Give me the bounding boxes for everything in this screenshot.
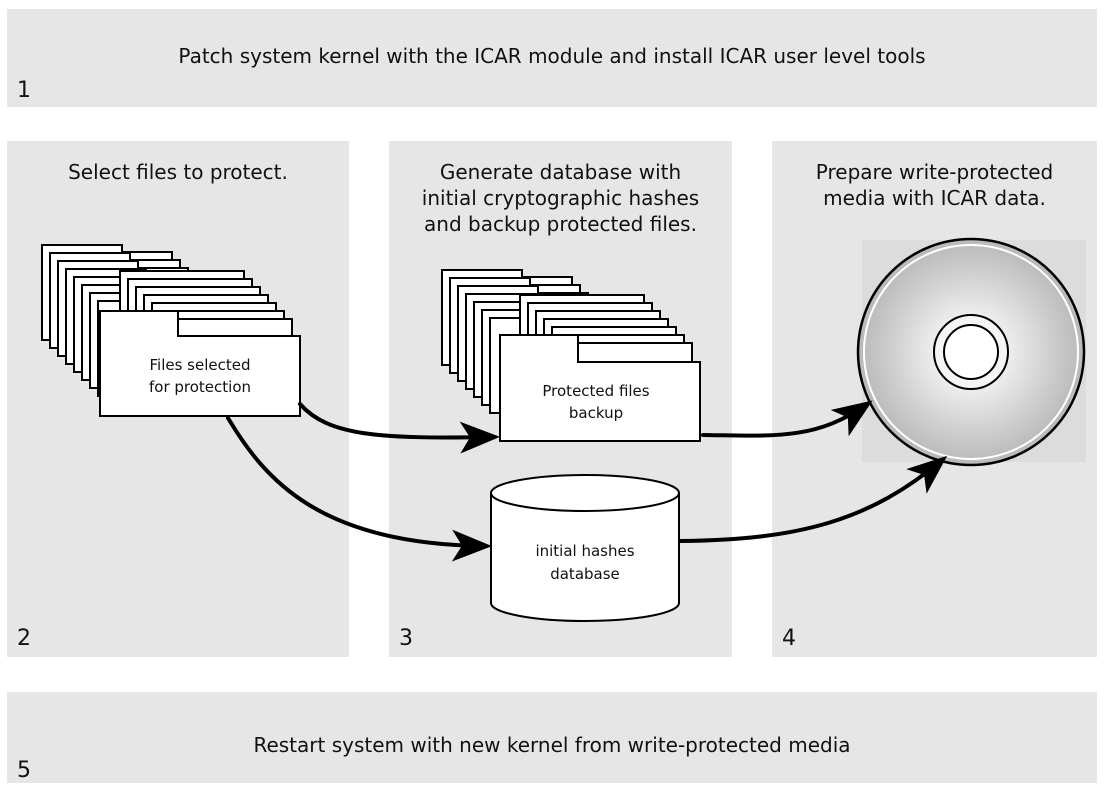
- step-3-number: 3: [399, 626, 413, 651]
- protected-backup-stack: Protected files backup: [441, 269, 701, 442]
- file-folders-stack: [41, 244, 301, 417]
- step-1-number: 1: [17, 78, 31, 103]
- files-selected-label-1: Files selected: [149, 356, 250, 374]
- step-3-title: Generate database with initial cryptogra…: [421, 160, 700, 236]
- disc-hole: [943, 324, 999, 380]
- step-5-title: Restart system with new kernel from writ…: [253, 733, 851, 757]
- step-4-number: 4: [782, 626, 796, 651]
- cd-disc-icon: [856, 237, 1086, 467]
- protected-backup-label-2: backup: [569, 404, 623, 422]
- step-2-title: Select files to protect.: [68, 160, 288, 184]
- database-body: [490, 493, 680, 622]
- step-5-number: 5: [17, 758, 31, 783]
- step-4-title: Prepare write-protected media with ICAR …: [815, 160, 1054, 210]
- step-2-number: 2: [17, 626, 31, 651]
- arrow-files-to-backup: [298, 402, 500, 454]
- arrow-files-to-database: [226, 416, 492, 562]
- step-1-title: Patch system kernel with the ICAR module…: [178, 44, 926, 68]
- step-1-panel: Patch system kernel with the ICAR module…: [7, 9, 1097, 107]
- arrow-database-to-media: [678, 455, 948, 543]
- files-selected-stack: Files selected for protection: [41, 244, 301, 417]
- step-5-panel: Restart system with new kernel from writ…: [7, 692, 1097, 783]
- database-top: [490, 474, 680, 512]
- backup-folders-stack: [441, 269, 701, 442]
- hashes-db-label-2: database: [550, 565, 620, 583]
- files-selected-label-2: for protection: [149, 378, 251, 396]
- hashes-db-label-1: initial hashes: [535, 542, 634, 560]
- protected-backup-label-1: Protected files: [542, 382, 649, 400]
- disc-rim-highlight: [863, 244, 1079, 460]
- arrow-backup-to-media: [701, 400, 873, 438]
- hashes-database-cylinder: initial hashes database: [490, 474, 680, 622]
